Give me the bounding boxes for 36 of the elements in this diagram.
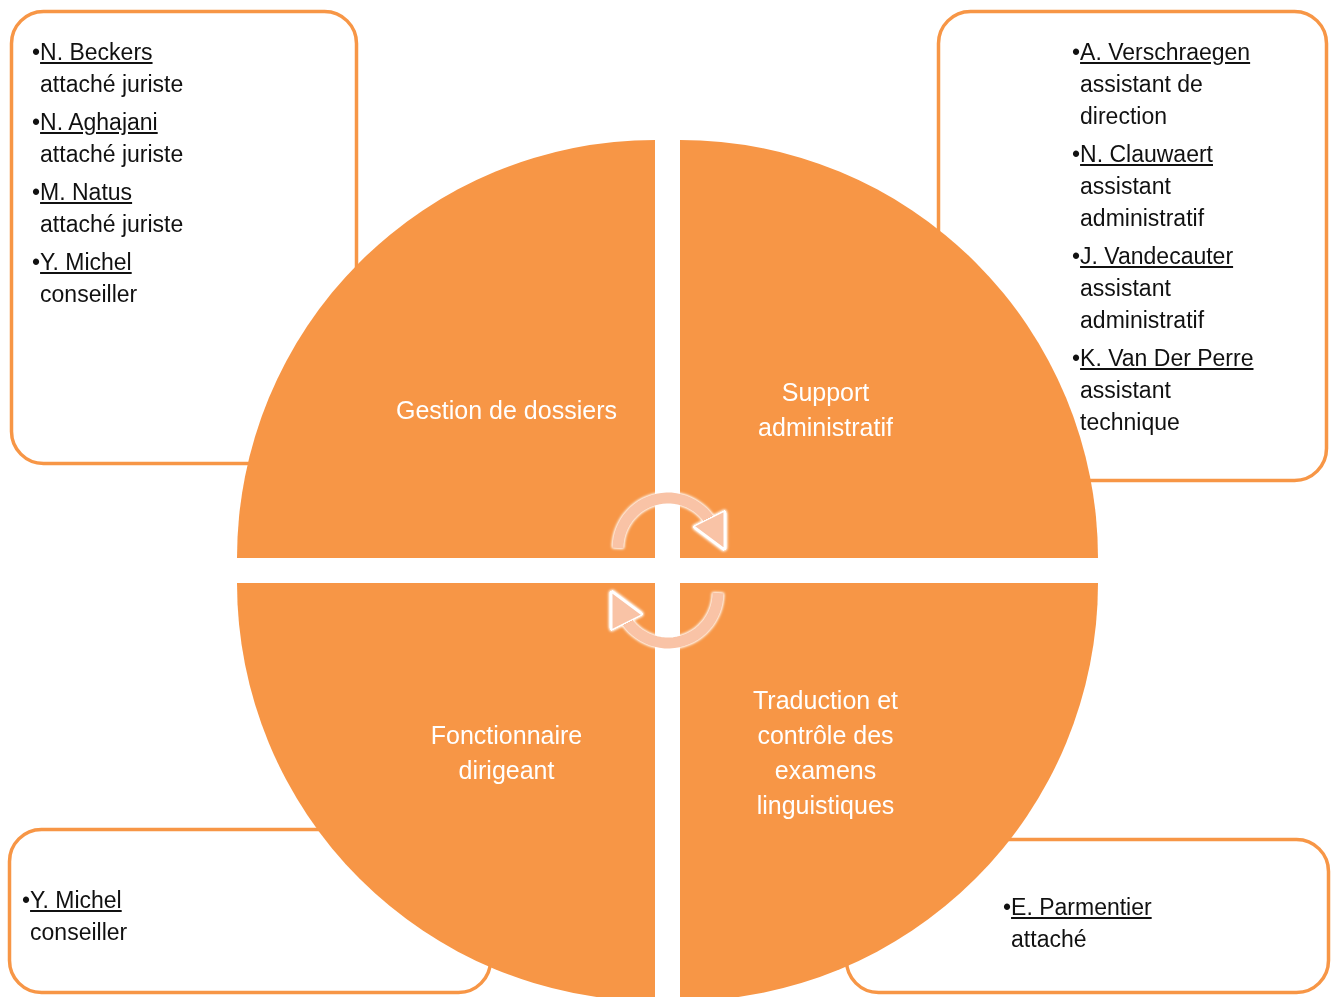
cycle-arrow — [612, 492, 727, 552]
bullet: • — [32, 108, 41, 137]
bullet: • — [32, 38, 41, 67]
job-title: assistant administratif — [1080, 172, 1206, 233]
person-name: A. Verschraegen — [1080, 38, 1251, 67]
segment-label: Fonctionnaire dirigeant — [429, 719, 584, 786]
person-name: N. Aghajani — [40, 108, 158, 137]
person-name: K. Van Der Perre — [1080, 344, 1254, 373]
job-title: conseiller — [30, 918, 129, 947]
bullet: • — [1072, 140, 1081, 169]
bullet: • — [1072, 242, 1081, 271]
job-title: attaché juriste — [40, 140, 185, 169]
job-title: conseiller — [40, 280, 139, 309]
person-name: N. Clauwaert — [1080, 140, 1213, 169]
bullet: • — [32, 248, 41, 277]
person-name: E. Parmentier — [1011, 893, 1152, 922]
bullet: • — [1072, 344, 1081, 373]
person-name: N. Beckers — [40, 38, 153, 67]
person-name: M. Natus — [40, 178, 133, 207]
bullet: • — [1003, 893, 1012, 922]
segment-label: Traduction et contrôle des examens linguistiques — [752, 684, 899, 821]
person-name: Y. Michel — [40, 248, 132, 277]
job-title: attaché juriste — [40, 210, 185, 239]
person-name: J. Vandecauter — [1080, 242, 1234, 271]
bullet: • — [22, 886, 31, 915]
job-title: attaché juriste — [40, 70, 185, 99]
job-title: assistant de direction — [1080, 70, 1204, 131]
job-title: assistant administratif — [1080, 274, 1206, 335]
cycle-arrow — [609, 589, 724, 649]
segment-label: Support administratif — [757, 376, 894, 443]
bullet: • — [32, 178, 41, 207]
bullet: • — [1072, 38, 1081, 67]
person-name: Y. Michel — [30, 886, 122, 915]
job-title: attaché — [1011, 925, 1088, 954]
job-title: assistant technique — [1080, 376, 1181, 437]
segment-label: Gestion de dossiers — [395, 394, 618, 425]
